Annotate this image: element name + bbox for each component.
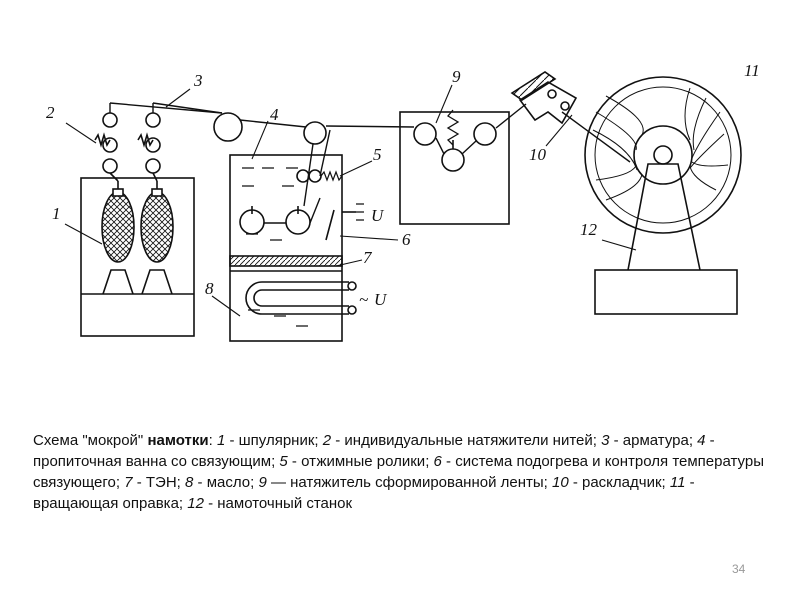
label-10: 10 bbox=[529, 145, 547, 164]
caption-item-num: 7 bbox=[124, 474, 133, 491]
label-2: 2 bbox=[46, 103, 55, 122]
heating-element bbox=[245, 281, 357, 315]
squeeze-rollers bbox=[296, 169, 343, 183]
caption-item-num: 10 bbox=[551, 474, 569, 491]
winding-scheme-diagram: 2 3 4 5 1 6 7 8 9 10 11 12 U ~ U bbox=[46, 61, 760, 342]
caption-item-text: - намоточный станок bbox=[203, 495, 353, 512]
caption-emphasis: намотки bbox=[147, 432, 209, 449]
bobbin-left bbox=[101, 181, 135, 295]
thread-path bbox=[109, 102, 631, 224]
caption-item-num: 9 bbox=[258, 474, 267, 491]
label-4: 4 bbox=[270, 105, 279, 124]
label-6: 6 bbox=[402, 230, 411, 249]
caption-item-text: — натяжитель сформированной ленты; bbox=[266, 474, 552, 491]
label-u-ac: U bbox=[374, 290, 388, 309]
label-11: 11 bbox=[744, 61, 760, 80]
label-3: 3 bbox=[193, 71, 203, 90]
caption-item-num: 5 bbox=[279, 453, 288, 470]
caption-item-text: - раскладчик; bbox=[568, 474, 670, 491]
caption-item-num: 4 bbox=[697, 432, 706, 449]
caption-item-text: - вращающая оправка; bbox=[33, 474, 695, 512]
bath-entry-roller bbox=[303, 121, 327, 145]
caption-colon: : bbox=[208, 432, 217, 449]
label-1: 1 bbox=[52, 204, 61, 223]
leader-lines bbox=[64, 84, 637, 317]
thread-tensioner-right bbox=[137, 112, 161, 182]
caption-item-text: - система подогрева и контроля температу… bbox=[33, 453, 764, 491]
caption-item-text: - отжимные ролики; bbox=[287, 453, 434, 470]
label-5: 5 bbox=[373, 145, 382, 164]
caption-item-text: - ТЭН; bbox=[132, 474, 186, 491]
caption-item-text: - масло; bbox=[193, 474, 259, 491]
tape-tensioner bbox=[399, 109, 510, 225]
caption-item-num: 12 bbox=[187, 495, 204, 512]
caption-item-num: 6 bbox=[433, 453, 442, 470]
caption-item-num: 8 bbox=[185, 474, 194, 491]
thread-tensioner-left bbox=[94, 112, 119, 182]
bobbin-right bbox=[140, 181, 174, 295]
caption-item-num: 2 bbox=[322, 432, 332, 449]
caption-item-text: - пропиточная ванна со связующим; bbox=[33, 432, 715, 470]
caption-item-num: 3 bbox=[601, 432, 610, 449]
label-9: 9 bbox=[452, 67, 461, 86]
label-7: 7 bbox=[363, 248, 373, 267]
figure-caption: Схема "мокрой" намотки: 1 - шпулярник; 2… bbox=[33, 430, 773, 514]
page-number: 34 bbox=[732, 562, 746, 576]
caption-item-text: - индивидуальные натяжители нитей; bbox=[331, 432, 602, 449]
caption-item-num: 1 bbox=[216, 432, 226, 449]
impregnation-bath bbox=[229, 154, 343, 342]
caption-intro: Схема "мокрой" bbox=[33, 432, 148, 449]
label-ac-symbol: ~ bbox=[359, 290, 368, 309]
guide-roller bbox=[213, 112, 243, 142]
label-u-dc: U bbox=[371, 206, 385, 225]
rotating-mandrel bbox=[584, 76, 742, 234]
label-12: 12 bbox=[580, 220, 598, 239]
caption-item-num: 11 bbox=[669, 474, 686, 491]
creel bbox=[80, 177, 195, 337]
diagram-labels: 2 3 4 5 1 6 7 8 9 10 11 12 U ~ U bbox=[46, 61, 760, 309]
traverse-guide bbox=[510, 71, 578, 125]
caption-item-text: - шпулярник; bbox=[225, 432, 323, 449]
heating-control-system bbox=[325, 203, 364, 241]
label-8: 8 bbox=[205, 279, 214, 298]
winding-machine bbox=[594, 163, 738, 315]
caption-item-text: - арматура; bbox=[609, 432, 698, 449]
